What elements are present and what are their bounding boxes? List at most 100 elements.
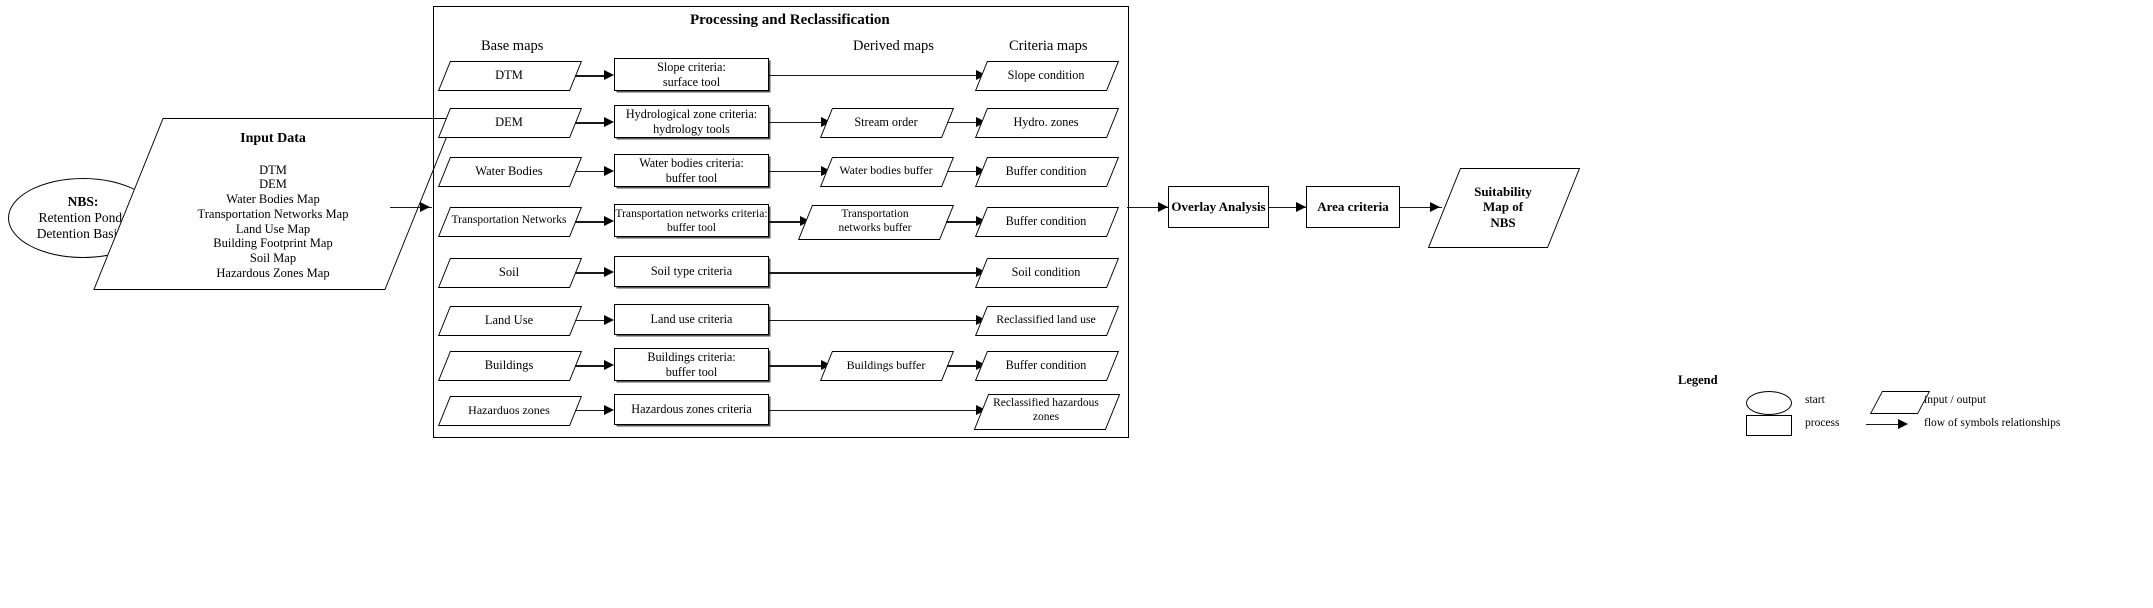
processing-container (433, 6, 1129, 438)
connector-r1-base-to-process (575, 122, 607, 124)
connector-processing-to-overlay (1127, 207, 1169, 208)
base-map-hazardous-zones: Hazarduos zones (437, 396, 583, 426)
criteria-map-reclassified-hazardous-zones: Reclassified hazardous zones (973, 394, 1121, 430)
derived-map-stream-order: Stream order (819, 108, 955, 138)
process-buildings-criteria-line2: buffer tool (665, 364, 718, 379)
connector-r6-base-to-process (575, 365, 607, 367)
criteria-map-hydro-zones-label: Hydro. zones (1013, 114, 1079, 129)
base-map-land-use-label: Land Use (484, 312, 534, 327)
base-map-hazardous-zones-label: Hazarduos zones (468, 402, 550, 417)
derived-map-buildings-buffer: Buildings buffer (819, 351, 955, 381)
overlay-analysis-node: Overlay Analysis (1168, 186, 1269, 228)
area-criteria-node: Area criteria (1306, 186, 1400, 228)
process-buildings-criteria-line1: Buildings criteria: (647, 350, 736, 365)
legend-heading: Legend (1678, 373, 1718, 387)
processing-title: Processing and Reclassification (690, 12, 890, 28)
arrowhead-r5-process (604, 315, 614, 325)
criteria-map-reclassified-hazardous-zones-line1: Reclassified hazardous (993, 397, 1099, 410)
criteria-map-slope-condition: Slope condition (974, 61, 1120, 91)
criteria-map-buffer-condition-transport: Buffer condition (974, 207, 1120, 237)
criteria-map-reclassified-hazardous-zones-line2: zones (1032, 411, 1060, 423)
base-map-buildings: Buildings (437, 351, 583, 381)
process-water-bodies-criteria: Water bodies criteria: buffer tool (614, 154, 769, 187)
input-data-item-2: Water Bodies Map (226, 192, 320, 207)
connector-r2-derived-to-criteria (947, 171, 981, 172)
input-data-item-6: Soil Map (249, 251, 297, 266)
input-data-item-1: DEM (259, 177, 287, 192)
base-map-land-use: Land Use (437, 306, 583, 336)
legend-input-output-shape (1869, 391, 1931, 414)
process-land-use-criteria: Land use criteria (614, 304, 769, 335)
process-transportation-networks-criteria: Transportation networks criteria: buffer… (614, 204, 769, 237)
connector-r4-base-to-process (575, 272, 607, 274)
suitability-map-line1: Suitability (1474, 184, 1532, 199)
process-slope-criteria: Slope criteria: surface tool (614, 58, 769, 91)
arrowhead-r2-process (604, 166, 614, 176)
connector-r6-process-to-derived (769, 365, 827, 367)
input-data-item-4: Land Use Map (235, 221, 311, 236)
connector-r3-base-to-process (575, 221, 607, 223)
process-hazardous-zones-criteria: Hazardous zones criteria (614, 394, 769, 425)
suitability-map-line3: NBS (1490, 214, 1516, 230)
criteria-map-hydro-zones: Hydro. zones (974, 108, 1120, 138)
base-map-dem: DEM (437, 108, 583, 138)
base-map-transportation-networks-label: Transportation Networks (451, 214, 567, 227)
connector-area-to-suitability (1400, 207, 1442, 208)
process-soil-type-criteria-line1: Soil type criteria (650, 264, 733, 279)
criteria-map-buffer-condition-transport-label: Buffer condition (1005, 213, 1087, 228)
legend-process-label: process (1805, 417, 1840, 429)
overlay-analysis-label: Overlay Analysis (1171, 199, 1266, 215)
process-water-bodies-criteria-line2: buffer tool (665, 170, 718, 185)
criteria-map-reclassified-land-use-label: Reclassified land use (996, 312, 1096, 327)
connector-r5-base-to-process (575, 320, 607, 321)
connector-overlay-to-area (1269, 207, 1307, 208)
criteria-map-reclassified-land-use: Reclassified land use (974, 306, 1120, 336)
legend-flow-icon (1866, 424, 1902, 425)
input-data-item-3: Transportation Networks Map (197, 206, 349, 221)
column-header-criteria-maps: Criteria maps (1009, 38, 1088, 54)
criteria-map-slope-condition-label: Slope condition (1007, 67, 1085, 82)
legend-start-label: start (1805, 394, 1825, 406)
process-buildings-criteria: Buildings criteria: buffer tool (614, 348, 769, 381)
process-hazardous-zones-criteria-line1: Hazardous zones criteria (631, 402, 752, 417)
connector-r3-process-to-derived (769, 221, 805, 223)
base-map-dem-label: DEM (495, 114, 523, 129)
criteria-map-buffer-condition-water: Buffer condition (974, 157, 1120, 187)
base-map-dtm: DTM (437, 61, 583, 91)
legend-start-icon (1746, 391, 1792, 415)
arrowhead-r1-process (604, 117, 614, 127)
connector-r1-derived-to-criteria (947, 122, 981, 123)
connector-r2-base-to-process (575, 171, 607, 172)
connector-r6-derived-to-criteria (947, 365, 981, 367)
base-map-water-bodies: Water Bodies (437, 157, 583, 187)
derived-map-buildings-buffer-label: Buildings buffer (846, 357, 926, 372)
connector-r3-derived-to-criteria (946, 221, 981, 223)
criteria-map-soil-condition-label: Soil condition (1011, 264, 1081, 279)
legend-input-output-icon (1869, 391, 1931, 414)
connector-r0-base-to-process (575, 75, 607, 77)
connector-r1-process-to-derived (769, 122, 827, 123)
arrowhead-r3-process (604, 216, 614, 226)
criteria-map-buffer-condition-water-label: Buffer condition (1005, 163, 1087, 178)
connector-r4-process-to-criteria (769, 272, 981, 274)
process-hydrological-zone-criteria-line2: hydrology tools (653, 121, 730, 136)
process-transportation-networks-criteria-line2: buffer tool (666, 220, 717, 234)
process-slope-criteria-line2: surface tool (662, 74, 721, 89)
input-data-heading: Input Data (240, 131, 306, 146)
input-data-item-7: Hazardous Zones Map (216, 265, 330, 280)
area-criteria-label: Area criteria (1317, 199, 1389, 215)
derived-map-transportation-networks-buffer-label: Transportation networks buffer (838, 207, 912, 234)
connector-r7-base-to-process (575, 410, 607, 411)
derived-map-transportation-networks-buffer: Transportation networks buffer (797, 205, 955, 240)
process-transportation-networks-criteria-line1: Transportation networks criteria: (615, 206, 768, 220)
derived-map-water-bodies-buffer-label: Water bodies buffer (839, 163, 933, 178)
connector-input-to-processing (390, 207, 432, 208)
arrowhead-processing-to-overlay (1158, 202, 1168, 212)
arrowhead-area-to-suitability (1430, 202, 1440, 212)
derived-map-stream-order-label: Stream order (854, 114, 918, 129)
input-data-parallelogram: Input Data DTM DEM Water Bodies Map Tran… (93, 118, 455, 290)
input-data-item-5: Building Footprint Map (213, 236, 333, 251)
base-map-soil: Soil (437, 258, 583, 288)
criteria-map-buffer-condition-buildings-label: Buffer condition (1005, 357, 1087, 372)
